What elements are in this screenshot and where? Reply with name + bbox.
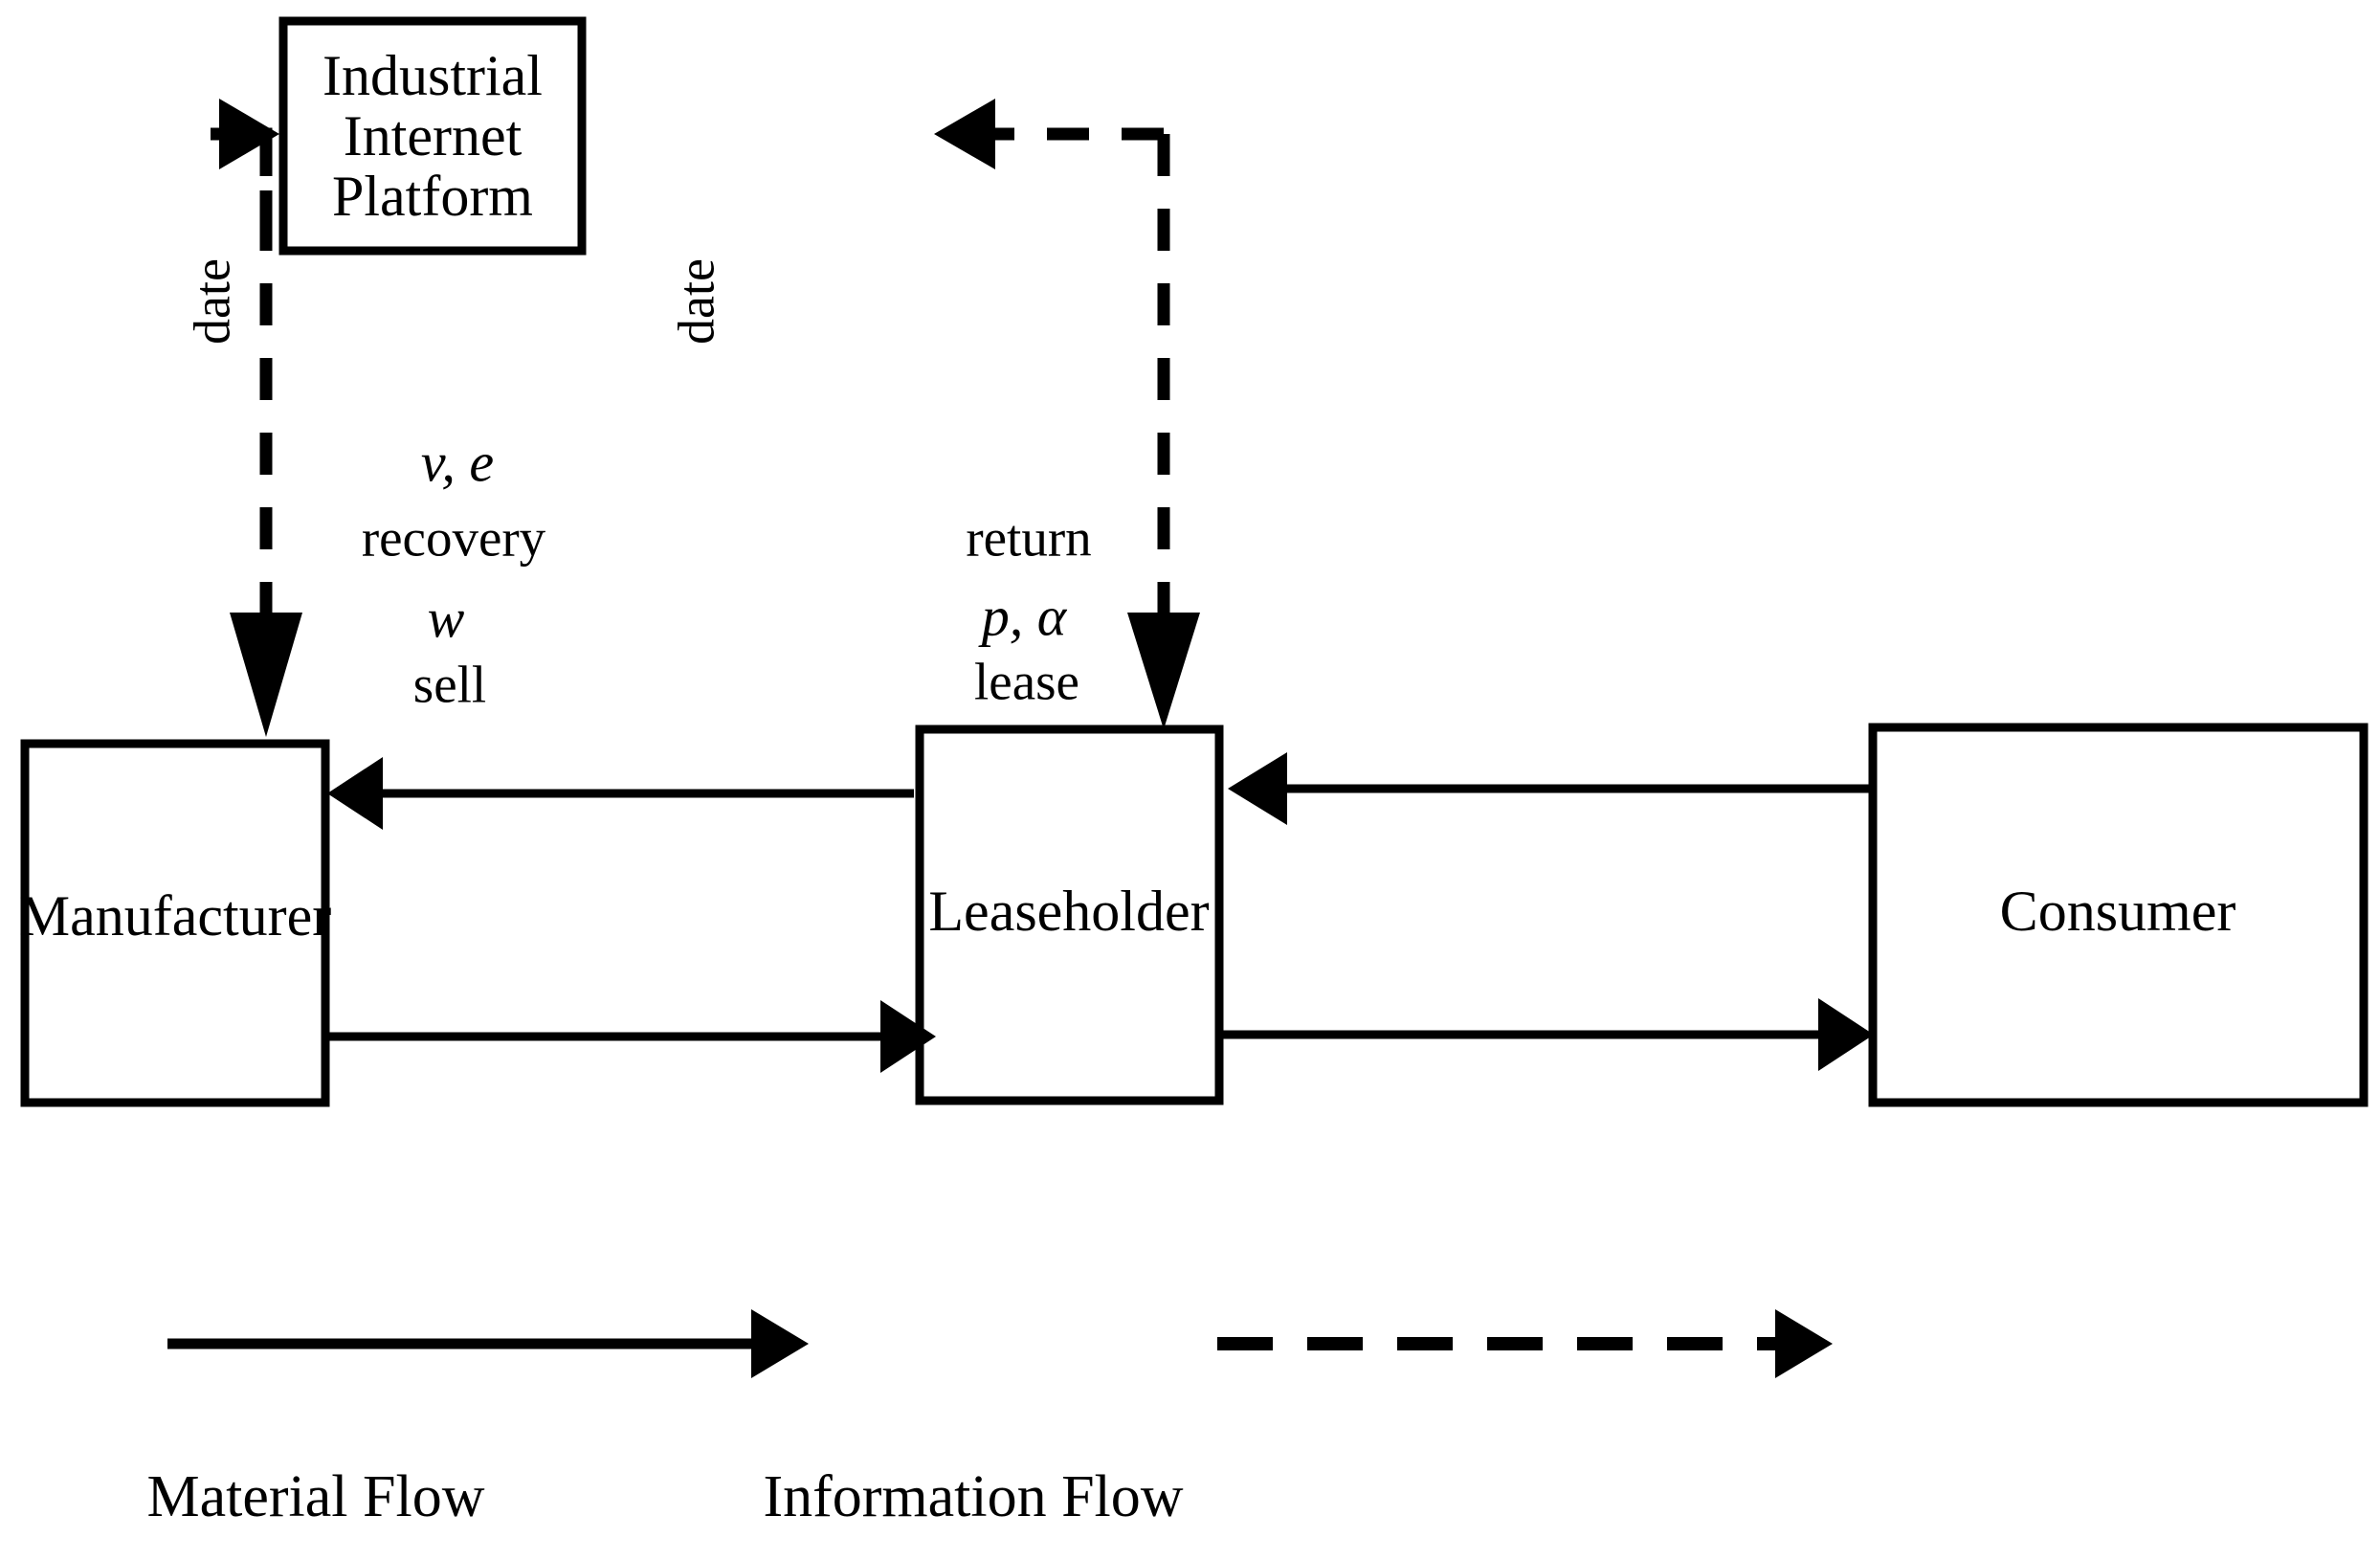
arrow-head-recovery	[327, 757, 383, 830]
node-label-platform-line1: Industrial	[323, 44, 543, 107]
node-box-consumer[interactable]	[1868, 723, 2369, 1107]
legend-information-flow	[1217, 1309, 1833, 1378]
edge-label-lease-symbol: p, α	[978, 585, 1068, 647]
node-label-platform-line3: Platform	[332, 165, 533, 228]
legend-label-information-flow: Information Flow	[763, 1464, 1183, 1529]
node-box-industrial-internet-platform[interactable]	[278, 16, 587, 256]
information-flow-leaseholder-to-platform	[934, 99, 1200, 729]
edge-label-sell-symbol: w	[428, 587, 465, 649]
material-flow-sell	[325, 1000, 936, 1073]
node-box-leaseholder[interactable]	[915, 725, 1224, 1105]
material-flow-recovery	[327, 757, 914, 830]
node-label-platform-line2: Internet	[344, 104, 523, 167]
node-label-consumer: Consumer	[2000, 880, 2236, 943]
arrow-head-lease	[1818, 998, 1874, 1071]
arrow-head-sell	[880, 1000, 936, 1073]
arrow-head-into-platform-left	[219, 99, 279, 169]
edge-label-recovery: recovery	[362, 509, 546, 568]
arrow-head-return	[1228, 752, 1287, 825]
edge-label-sell: sell	[413, 656, 486, 714]
edge-label-return: return	[966, 509, 1091, 568]
arrow-head-into-manufacturer-top	[230, 613, 302, 737]
node-label-leaseholder: Leaseholder	[928, 880, 1209, 943]
legend-material-flow	[167, 1309, 809, 1378]
material-flow-lease	[1219, 998, 1874, 1071]
edge-label-lease: lease	[974, 653, 1079, 711]
arrow-head-into-platform-right	[934, 99, 995, 169]
node-label-manufacturer: Manufacturer	[19, 884, 332, 948]
legend-information-arrow-head	[1775, 1309, 1833, 1378]
legend-material-arrow-head	[751, 1309, 809, 1378]
node-box-manufacturer[interactable]	[20, 739, 330, 1107]
edge-label-date-manufacturer: date	[183, 258, 240, 345]
material-flow-return	[1228, 752, 1873, 825]
edge-label-recovery-symbol: v, e	[421, 431, 494, 493]
legend-label-material-flow: Material Flow	[147, 1464, 485, 1529]
edge-label-date-leaseholder: date	[667, 258, 724, 345]
arrow-head-into-leaseholder-top	[1127, 613, 1200, 729]
information-flow-manufacturer-to-platform	[211, 99, 302, 737]
